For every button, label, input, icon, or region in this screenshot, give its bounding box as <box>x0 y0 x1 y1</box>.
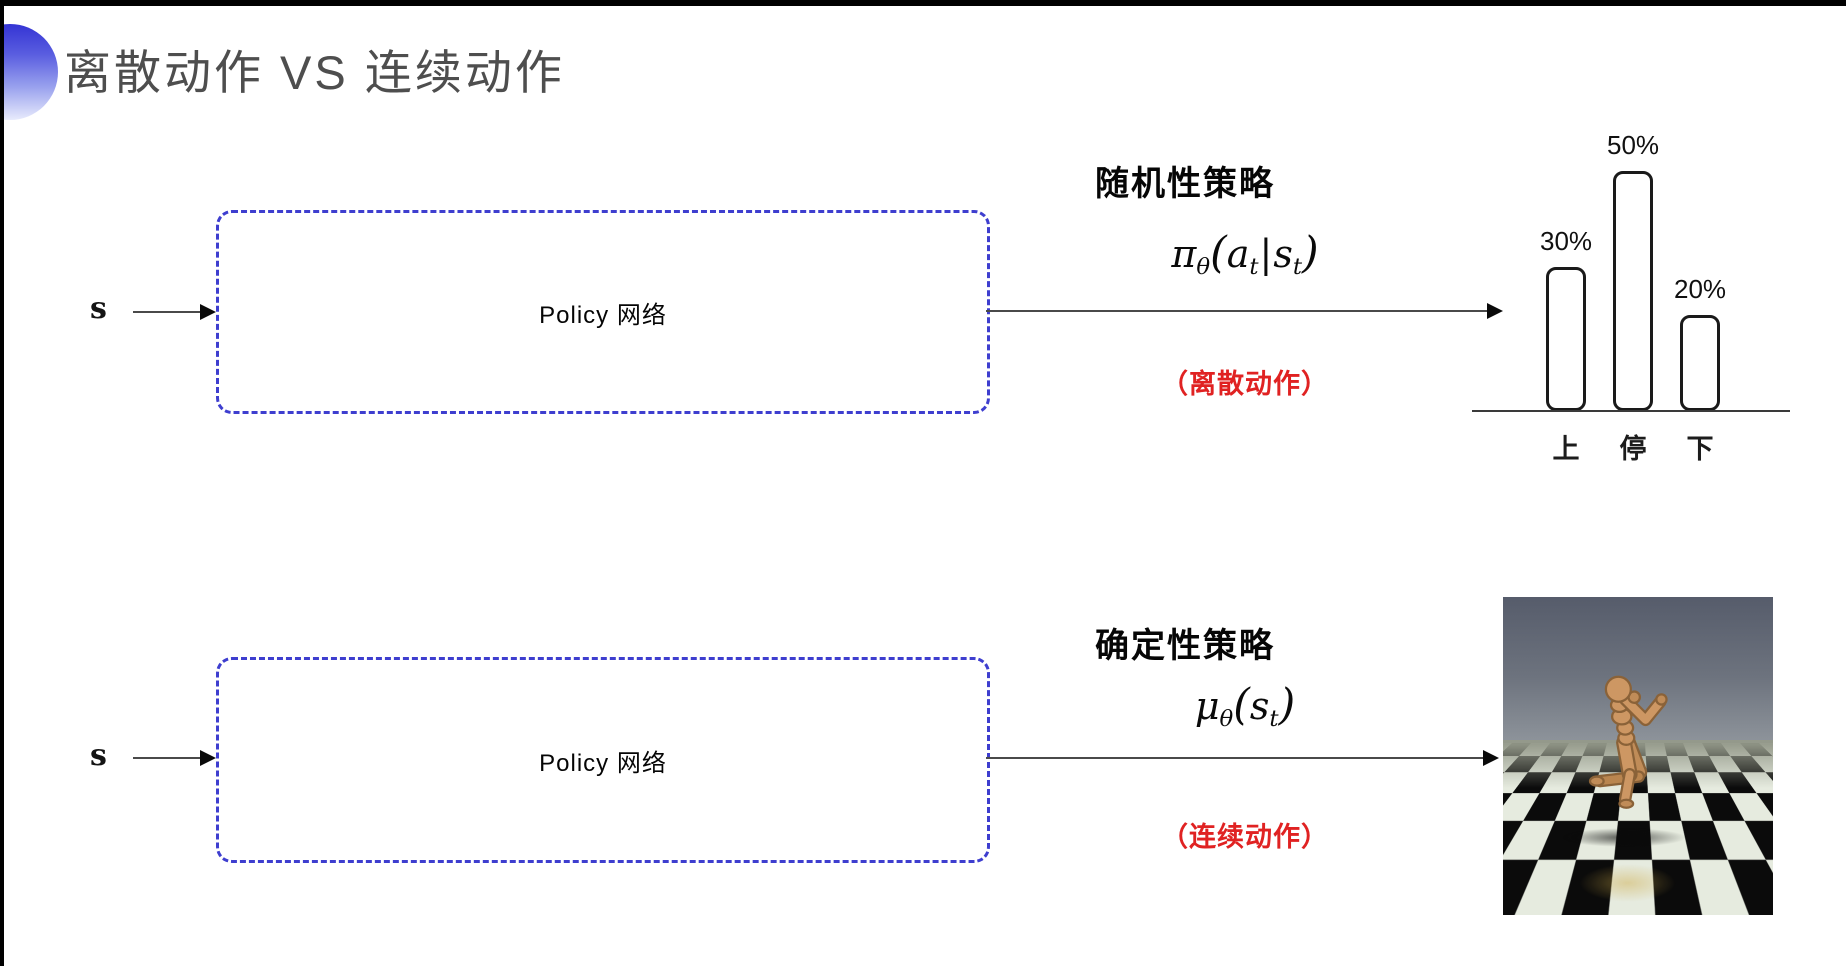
formula-paren: ( <box>1233 680 1250 730</box>
policy-network-label: Policy 网络 <box>539 301 667 329</box>
policy-network-box-row2: Policy 网络 <box>216 657 990 863</box>
chart-bars: 30% 上 50% 停 20% 下 <box>1540 130 1726 464</box>
probability-bar <box>1613 171 1653 411</box>
output-arrow-row1 <box>986 303 1503 319</box>
formula-pipe: | <box>1259 232 1273 276</box>
formula-subscript: t <box>1292 253 1303 280</box>
formula-paren: ) <box>1278 680 1296 730</box>
action-probability-chart: 30% 上 50% 停 20% 下 <box>1468 98 1792 470</box>
formula-paren: ) <box>1302 228 1319 278</box>
policy-formula-row1: πθ(at|st) <box>1095 228 1395 280</box>
bar-column: 30% 上 <box>1540 226 1592 464</box>
bar-column: 50% 停 <box>1607 130 1659 464</box>
input-arrow-row2 <box>133 750 216 766</box>
bar-value-label: 20% <box>1673 274 1727 304</box>
bar-category-label: 上 <box>1552 434 1580 464</box>
formula-symbol: μ <box>1194 684 1220 728</box>
bar-value-label: 30% <box>1539 226 1593 256</box>
probability-bar <box>1546 267 1586 411</box>
policy-network-label: Policy 网络 <box>539 749 667 777</box>
arrowhead-icon <box>200 304 216 320</box>
policy-formula-row2: μθ(st) <box>1095 680 1395 732</box>
policy-network-box-row1: Policy 网络 <box>216 210 990 414</box>
chart-baseline-axis <box>1472 410 1790 412</box>
frame-top-border <box>0 0 1846 6</box>
humanoid-robot-figure <box>1589 675 1668 810</box>
arrowhead-icon <box>200 750 216 766</box>
formula-subscript: θ <box>1219 705 1234 732</box>
robot-shadow <box>1562 827 1687 847</box>
formula-subscript: t <box>1269 705 1279 732</box>
bar-column: 20% 下 <box>1674 274 1726 464</box>
robot-floor-reflection <box>1578 864 1676 903</box>
action-type-note-row1: （离散动作） <box>1161 369 1329 399</box>
bar-value-label: 50% <box>1606 130 1660 160</box>
frame-left-border <box>0 0 4 966</box>
bar-category-label: 下 <box>1686 434 1714 464</box>
arrowhead-icon <box>1483 750 1499 766</box>
output-arrow-row2 <box>986 750 1499 766</box>
formula-symbol: a <box>1226 232 1250 276</box>
input-arrow-row1 <box>133 304 216 320</box>
probability-bar <box>1680 315 1720 411</box>
arrowhead-icon <box>1487 303 1503 319</box>
policy-type-label-row2: 确定性策略 <box>1095 627 1275 665</box>
policy-type-label-row1: 随机性策略 <box>1095 165 1275 203</box>
formula-paren: ( <box>1210 228 1227 278</box>
state-input-label-row2: s <box>90 738 107 773</box>
formula-symbol: s <box>1273 232 1293 276</box>
title-accent-circle <box>0 24 58 120</box>
action-type-note-row2: （连续动作） <box>1161 822 1329 852</box>
bar-category-label: 停 <box>1619 434 1647 464</box>
state-input-label-row1: s <box>90 291 107 326</box>
formula-symbol: s <box>1249 684 1270 728</box>
formula-subscript: θ <box>1196 253 1211 280</box>
page-title: 离散动作 VS 连续动作 <box>64 46 565 99</box>
formula-subscript: t <box>1249 253 1259 280</box>
formula-symbol: π <box>1171 232 1197 276</box>
humanoid-robot-image <box>1503 597 1773 915</box>
